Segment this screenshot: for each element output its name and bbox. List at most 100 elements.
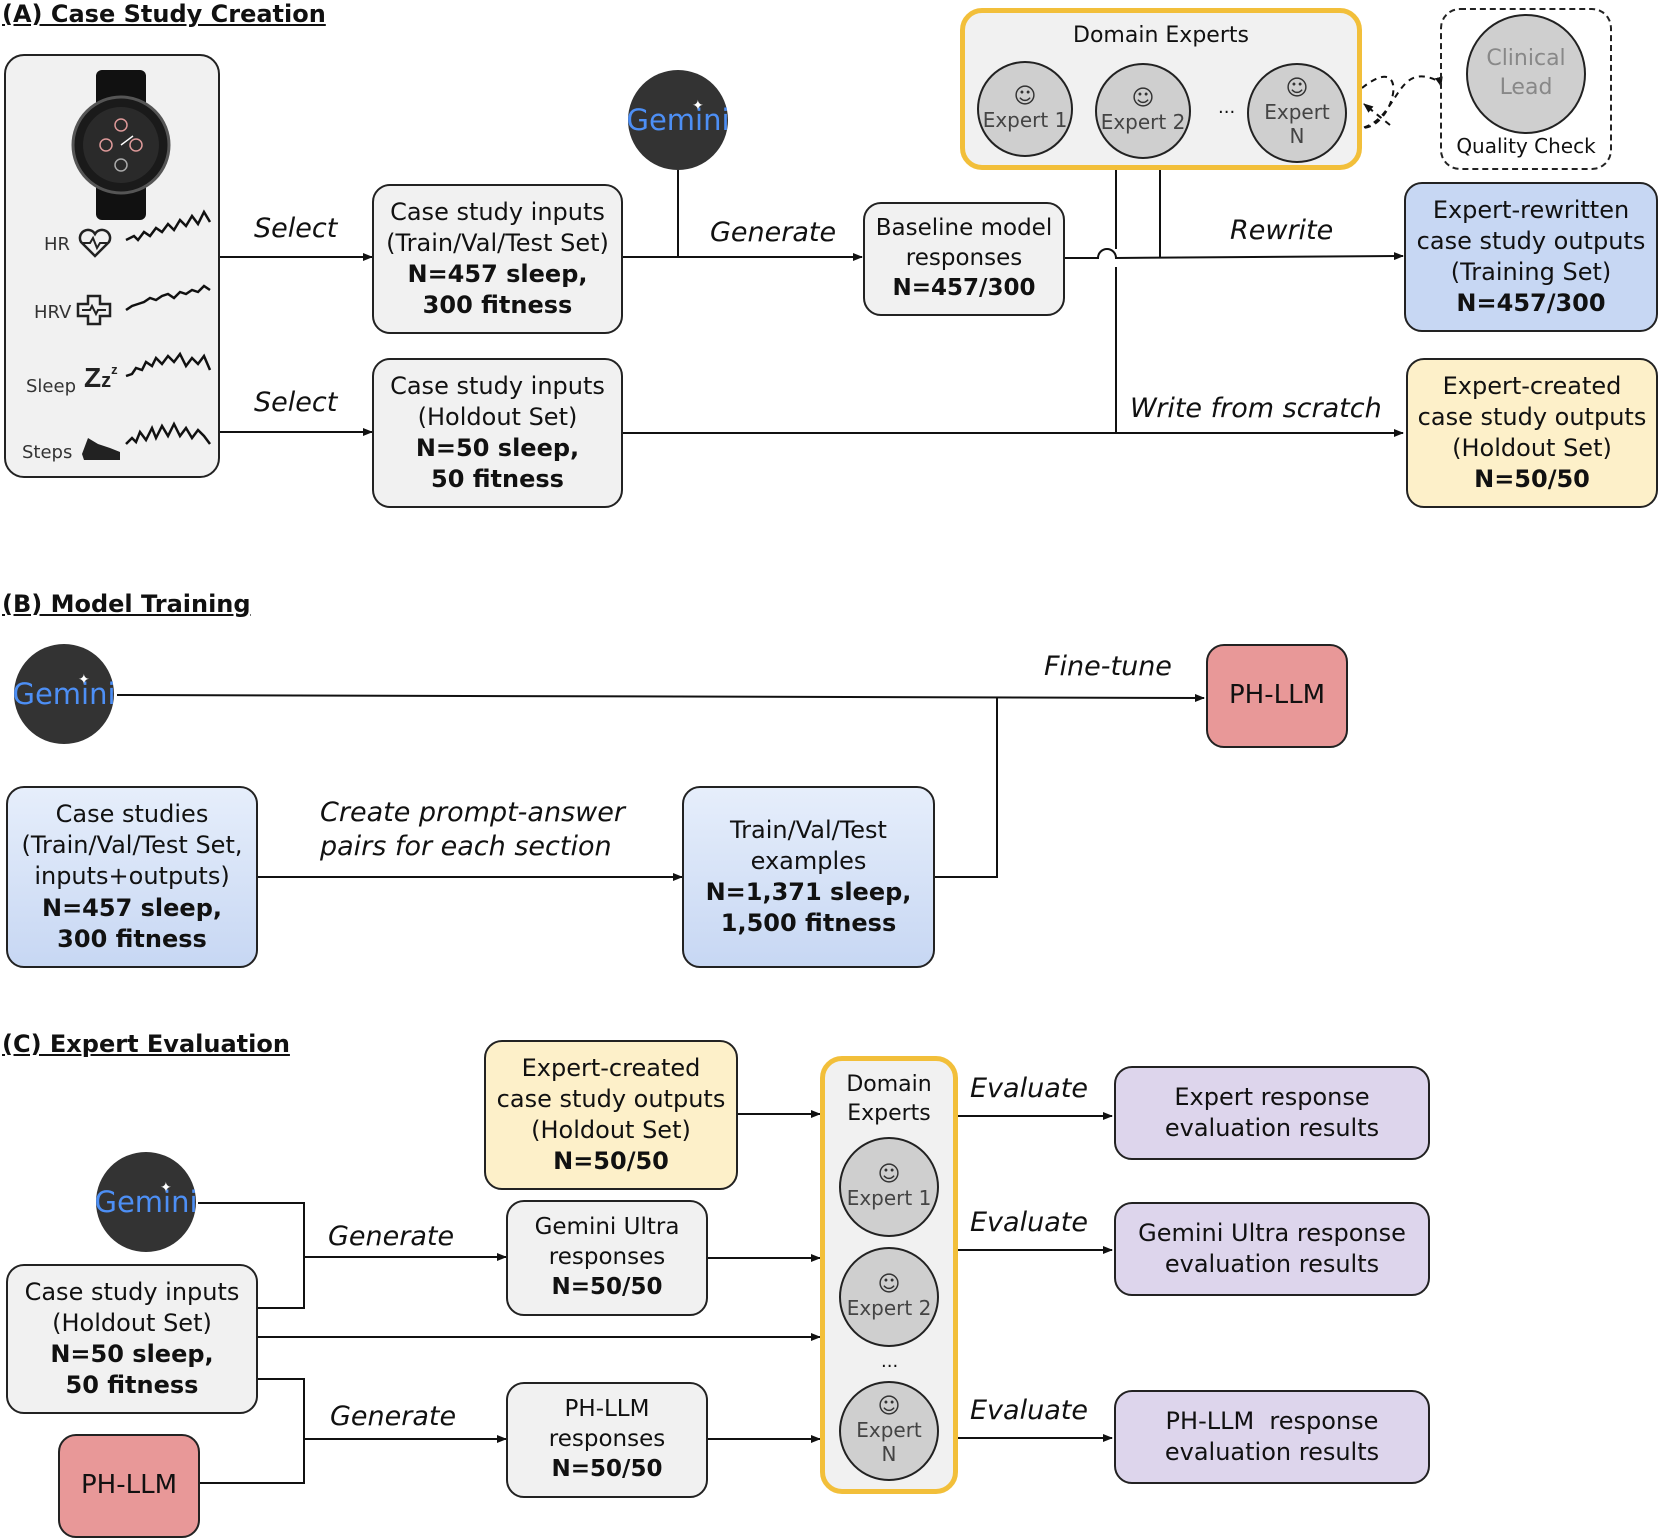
- label-evaluate-2: Evaluate: [970, 1207, 1088, 1238]
- label-generate-c2: Generate: [330, 1401, 457, 1432]
- ph-llm-box-c: PH-LLM: [58, 1434, 200, 1538]
- text-line: N=50/50: [551, 1273, 663, 1300]
- text-line: inputs+outputs): [34, 862, 230, 891]
- text-line: 50 fitness: [431, 465, 564, 494]
- section-title-b: (B) Model Training: [2, 590, 251, 618]
- gemini-text: Gemini: [12, 677, 116, 711]
- text-line: Expert-created: [521, 1053, 701, 1082]
- expert-created-outputs-c: Expert-created case study outputs (Holdo…: [484, 1040, 738, 1190]
- expert-label: Expert N: [856, 1418, 922, 1466]
- label-write-from-scratch: Write from scratch: [1130, 393, 1382, 424]
- ph-llm-label: PH-LLM: [1228, 680, 1325, 711]
- gemini-to-generate: [198, 1202, 305, 1309]
- text-line: Expert-rewritten: [1432, 195, 1630, 224]
- gemini-logo-a: ✦ Gemini: [626, 70, 730, 170]
- expert-n: ☺ Expert N: [1247, 63, 1347, 163]
- expert-1: ☺ Expert 1: [977, 61, 1073, 157]
- text-line: Experts: [847, 1100, 931, 1126]
- person-icon: ☺: [1131, 86, 1155, 111]
- case-study-inputs-c: Case study inputs (Holdout Set) N=50 sle…: [6, 1264, 258, 1414]
- case-study-inputs-holdout: Case study inputs (Holdout Set) N=50 sle…: [372, 358, 623, 508]
- arrow-fine-tune: [116, 693, 1205, 702]
- text-line: (Holdout Set): [52, 1308, 212, 1337]
- metric-label-hrv: HRV: [34, 302, 72, 323]
- label-fine-tune: Fine-tune: [1044, 651, 1172, 682]
- label-generate-c1: Generate: [328, 1221, 455, 1252]
- text-line: case study outputs: [1417, 402, 1647, 431]
- text-line: N=457 sleep,: [41, 893, 222, 922]
- text-line: responses: [905, 245, 1023, 272]
- text-line: N=457/300: [892, 274, 1036, 301]
- expert-created-outputs-a: Expert-created case study outputs (Holdo…: [1406, 358, 1658, 508]
- text-line: 300 fitness: [57, 924, 207, 953]
- text-line: Case studies: [55, 800, 209, 829]
- text-line: evaluation results: [1164, 1438, 1380, 1466]
- text-line: Case study inputs: [390, 371, 605, 400]
- text-line: case study outputs: [496, 1084, 726, 1113]
- text-line: evaluation results: [1164, 1114, 1380, 1142]
- text-line: PH-LLM response: [1165, 1406, 1379, 1435]
- train-val-test-examples: Train/Val/Test examples N=1,371 sleep, 1…: [682, 786, 935, 968]
- case-studies-box: Case studies (Train/Val/Test Set, inputs…: [6, 786, 258, 968]
- arrow-rewrite: [1065, 248, 1404, 261]
- wearable-data-panel: HR HRV Sleep Steps Zzz: [4, 54, 220, 478]
- person-icon: ☺: [877, 1162, 901, 1187]
- text-line: evaluation results: [1164, 1250, 1380, 1278]
- text-line: N=457/300: [1456, 289, 1606, 318]
- text-line: (Train/Val/Test Set,: [21, 831, 243, 860]
- text-line: pairs for each section: [320, 830, 612, 862]
- text-line: responses: [548, 1426, 666, 1453]
- text-line: responses: [548, 1244, 666, 1271]
- domain-experts-panel-c: Domain Experts ☺ Expert 1 ☺ Expert 2 ...…: [820, 1056, 958, 1494]
- text-line: Baseline model: [875, 215, 1053, 242]
- examples-to-fine-tune: [935, 698, 998, 878]
- gemini-logo-c: ✦ Gemini: [94, 1152, 198, 1252]
- signal-lines: [125, 209, 212, 445]
- expert-2: ☺ Expert 2: [1095, 63, 1191, 159]
- metric-label-sleep: Sleep: [26, 376, 77, 397]
- label-create-pairs: Create prompt-answer pairs for each sect…: [320, 796, 625, 864]
- text-line: N=50/50: [551, 1455, 663, 1482]
- text-line: Expert-created: [1442, 371, 1622, 400]
- text-line: PH-LLM: [564, 1396, 650, 1423]
- shoe-icon: [82, 438, 120, 460]
- gemini-text: Gemini: [626, 103, 730, 137]
- text-line: case study outputs: [1416, 226, 1646, 255]
- gemini-ultra-evaluation-results: Gemini Ultra response evaluation results: [1114, 1202, 1430, 1296]
- text-line: Expert response: [1174, 1082, 1370, 1111]
- text-line: Train/Val/Test: [730, 815, 887, 844]
- label-evaluate-3: Evaluate: [970, 1395, 1088, 1426]
- text-line: Gemini Ultra response: [1138, 1218, 1406, 1247]
- ellipsis: ...: [881, 1351, 899, 1372]
- ellipsis: ...: [1218, 97, 1236, 118]
- expert-2: ☺ Expert 2: [839, 1247, 939, 1347]
- section-title-c: (C) Expert Evaluation: [2, 1030, 290, 1058]
- text-line: 300 fitness: [422, 291, 573, 320]
- expert-rewritten-outputs: Expert-rewritten case study outputs (Tra…: [1404, 182, 1658, 332]
- expert-n: ☺ Expert N: [839, 1381, 939, 1481]
- text-line: examples: [750, 846, 867, 875]
- section-title-a: (A) Case Study Creation: [2, 0, 326, 28]
- text-line: Case study inputs: [24, 1277, 240, 1306]
- gemini-text: Gemini: [94, 1185, 198, 1219]
- expert-1: ☺ Expert 1: [839, 1137, 939, 1237]
- ph-llm-evaluation-results: PH-LLM response evaluation results: [1114, 1390, 1430, 1484]
- text-line: (Holdout Set): [1452, 434, 1612, 462]
- text-line: (Holdout Set): [531, 1116, 691, 1144]
- ph-llm-responses: PH-LLM responses N=50/50: [506, 1382, 708, 1498]
- baseline-responses-box: Baseline model responses N=457/300: [863, 202, 1065, 316]
- domain-experts-title: Domain Experts: [825, 1071, 953, 1128]
- label-generate-a: Generate: [710, 217, 837, 248]
- text-line: Domain: [846, 1072, 932, 1097]
- sleep-icon: Zzz: [84, 362, 118, 393]
- text-line: 50 fitness: [65, 1371, 199, 1400]
- ph-llm-box-b: PH-LLM: [1206, 644, 1348, 748]
- domain-experts-title: Domain Experts: [1073, 23, 1249, 48]
- quality-check-container: Clinical Lead Quality Check: [1440, 8, 1612, 170]
- person-icon: ☺: [1285, 76, 1309, 101]
- domain-experts-panel-a: Domain Experts ☺ Expert 1 ☺ Expert 2 ...…: [960, 8, 1362, 170]
- heart-rate-icon: [78, 228, 112, 258]
- hrv-icon: [76, 294, 112, 326]
- case-study-inputs-train: Case study inputs (Train/Val/Test Set) N…: [372, 184, 623, 334]
